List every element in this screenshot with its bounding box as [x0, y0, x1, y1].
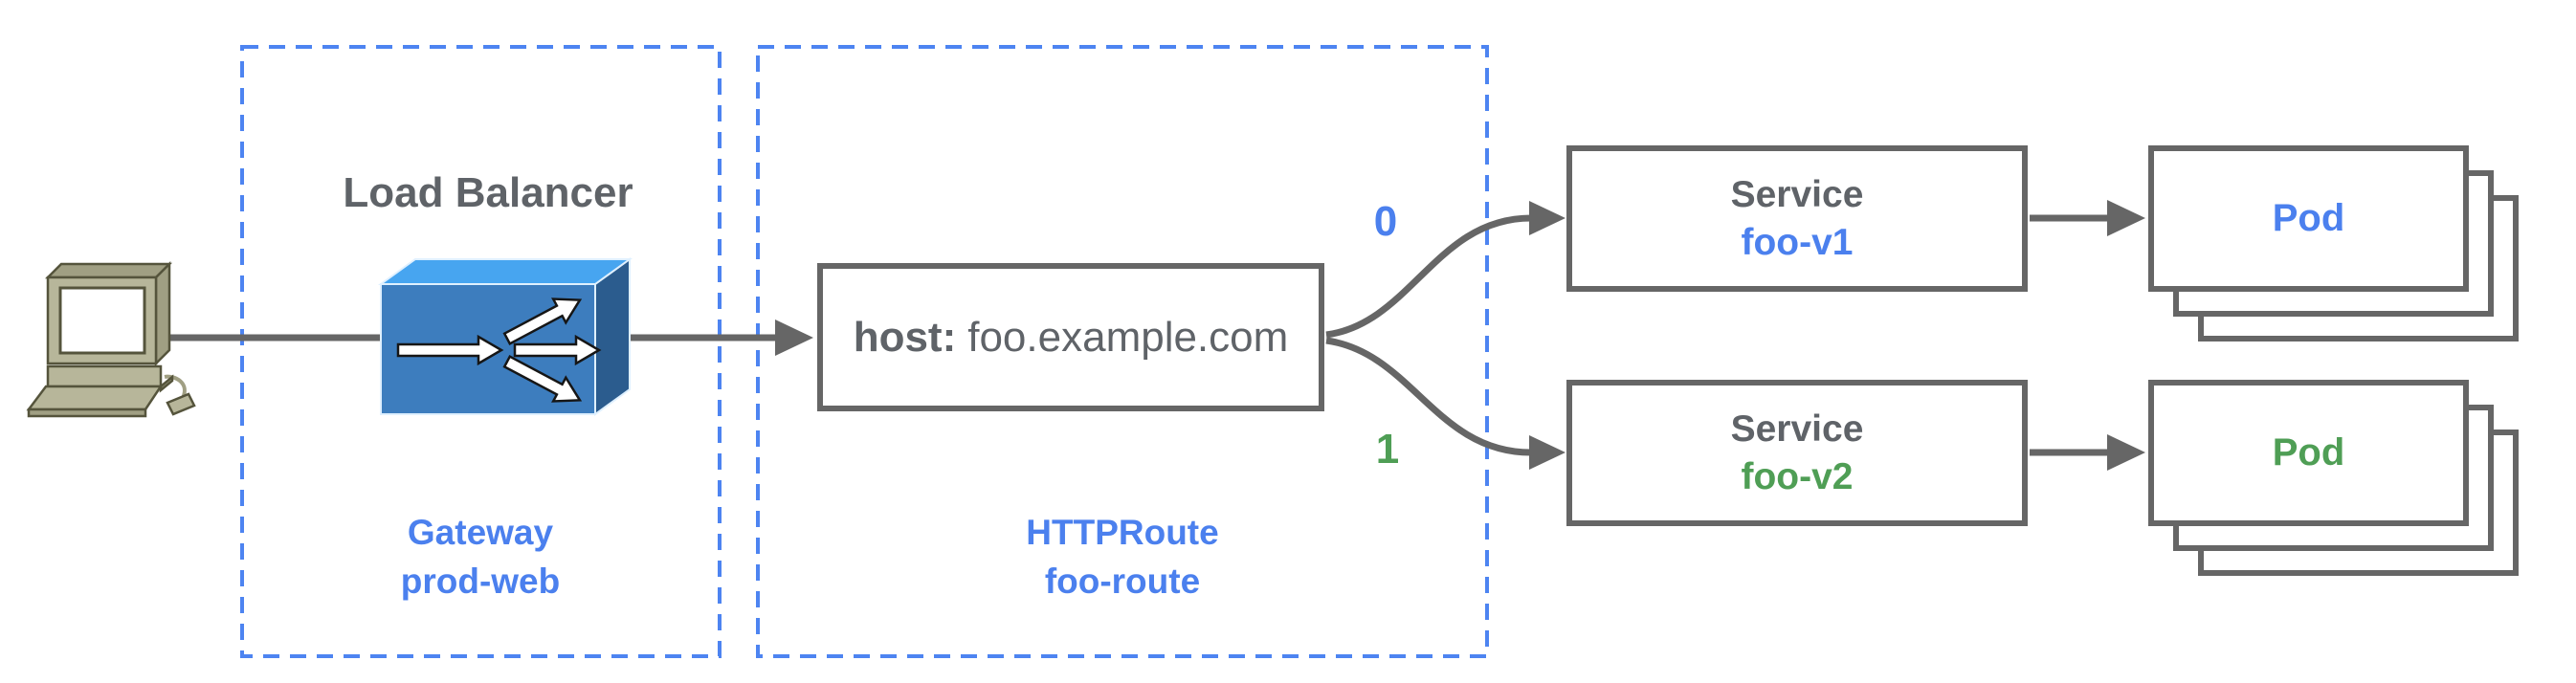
computer-screen	[58, 286, 146, 355]
arrowhead-into-pod-0	[2107, 200, 2145, 236]
client-computer-icon	[26, 260, 196, 418]
computer-base-side	[159, 374, 174, 393]
arrowhead-into-service-0	[1529, 201, 1566, 235]
httproute-kind-label: HTTPRoute	[1026, 513, 1219, 552]
pod-stack-foo-v2: Pod	[2148, 380, 2519, 576]
lb-arrow-out-up	[502, 297, 583, 345]
httproute-boundary	[756, 45, 1489, 658]
load-balancer-icon	[377, 257, 633, 416]
pod-stack-foo-v1: Pod	[2148, 145, 2519, 342]
service-box-foo-v1: Service foo-v1	[1566, 145, 2028, 292]
route-split-curve-1	[1325, 337, 1532, 456]
lb-side-face	[594, 257, 631, 416]
lb-arrow-out-mid	[513, 334, 602, 366]
computer-monitor-side	[154, 260, 171, 367]
httproute-group-label: HTTPRoute foo-route	[931, 508, 1314, 606]
arrowhead-into-route	[775, 319, 813, 356]
httproute-resource-name: foo-route	[1044, 562, 1201, 601]
host-value: foo.example.com	[967, 313, 1289, 361]
service-box-foo-v2: Service foo-v2	[1566, 380, 2028, 526]
computer-monitor-top	[44, 262, 173, 279]
route-weight-0: 0	[1373, 198, 1398, 245]
service-kind-label: Service	[1730, 173, 1864, 215]
pod-box: Pod	[2148, 145, 2469, 292]
gateway-resource-name: prod-web	[400, 562, 561, 601]
load-balancer-title: Load Balancer	[343, 169, 633, 216]
gateway-boundary	[240, 45, 722, 658]
route-split-curve-0	[1325, 214, 1532, 339]
route-host-box: host: foo.example.com	[817, 263, 1324, 411]
host-key-label: host:	[853, 313, 957, 361]
service-name: foo-v1	[1741, 221, 1854, 263]
service-kind-label: Service	[1730, 408, 1864, 450]
lb-arrow-in	[396, 334, 504, 366]
gateway-group-label: Gateway prod-web	[289, 508, 672, 606]
lb-top-face	[377, 258, 633, 285]
computer-mouse	[166, 392, 196, 416]
arrowhead-into-pod-1	[2107, 434, 2145, 471]
arrowhead-into-service-1	[1529, 435, 1566, 470]
service-name: foo-v2	[1741, 455, 1854, 497]
computer-keyboard	[26, 385, 164, 411]
pod-box: Pod	[2148, 380, 2469, 526]
gateway-kind-label: Gateway	[407, 513, 554, 552]
lb-arrow-out-down	[502, 355, 583, 403]
computer-keyboard-edge	[27, 408, 147, 418]
computer-base	[46, 364, 163, 388]
route-weight-1: 1	[1375, 426, 1400, 473]
